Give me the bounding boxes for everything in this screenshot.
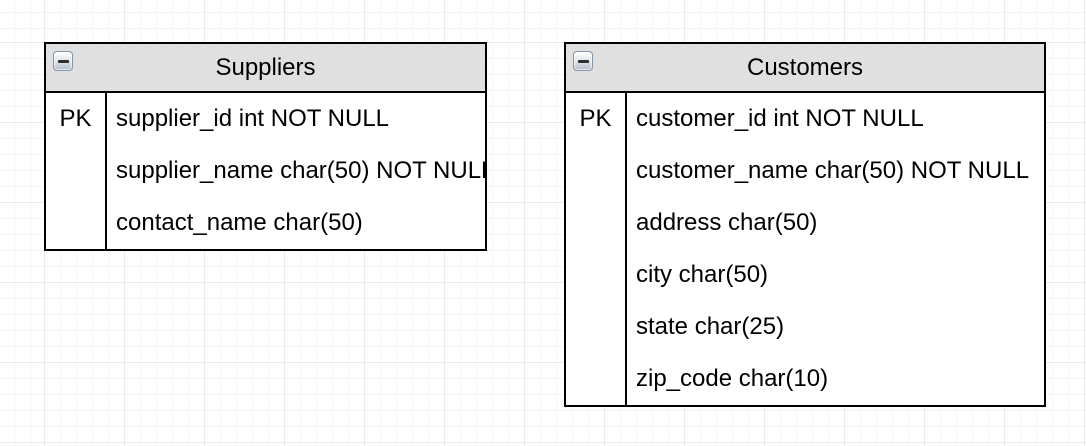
pk-cell bbox=[46, 145, 107, 197]
table-row[interactable]: city char(50) bbox=[566, 249, 1044, 301]
table-title: Customers bbox=[746, 53, 864, 81]
minus-icon bbox=[57, 59, 69, 63]
pk-cell bbox=[566, 197, 627, 249]
table-row[interactable]: PK customer_id int NOT NULL bbox=[566, 93, 1044, 145]
entity-table-customers[interactable]: Customers PK customer_id int NOT NULL cu… bbox=[564, 42, 1046, 407]
collapse-button[interactable] bbox=[53, 51, 73, 71]
table-body: PK customer_id int NOT NULL customer_nam… bbox=[566, 93, 1044, 405]
field-cell: supplier_id int NOT NULL bbox=[116, 105, 390, 132]
field-cell: contact_name char(50) bbox=[116, 209, 363, 236]
table-header: Customers bbox=[566, 44, 1044, 93]
table-row[interactable]: address char(50) bbox=[566, 197, 1044, 249]
pk-cell bbox=[566, 249, 627, 301]
pk-cell: PK bbox=[566, 93, 627, 145]
field-cell: address char(50) bbox=[636, 209, 818, 236]
table-row[interactable]: state char(25) bbox=[566, 301, 1044, 353]
table-row[interactable]: contact_name char(50) bbox=[46, 197, 485, 249]
table-row[interactable]: supplier_name char(50) NOT NULL bbox=[46, 145, 485, 197]
pk-cell bbox=[566, 145, 627, 197]
table-title: Suppliers bbox=[215, 53, 316, 81]
field-cell: customer_id int NOT NULL bbox=[636, 105, 924, 132]
minus-icon bbox=[577, 59, 589, 63]
field-cell: supplier_name char(50) NOT NULL bbox=[116, 157, 485, 184]
table-row[interactable]: PK supplier_id int NOT NULL bbox=[46, 93, 485, 145]
pk-cell bbox=[46, 197, 107, 249]
table-header: Suppliers bbox=[46, 44, 485, 93]
field-cell: city char(50) bbox=[636, 261, 769, 288]
entity-table-suppliers[interactable]: Suppliers PK supplier_id int NOT NULL su… bbox=[44, 42, 487, 251]
field-cell: state char(25) bbox=[636, 313, 785, 340]
table-row[interactable]: customer_name char(50) NOT NULL bbox=[566, 145, 1044, 197]
field-cell: customer_name char(50) NOT NULL bbox=[636, 157, 1030, 184]
collapse-button[interactable] bbox=[573, 51, 593, 71]
pk-cell bbox=[566, 353, 627, 405]
table-row[interactable]: zip_code char(10) bbox=[566, 353, 1044, 405]
pk-cell bbox=[566, 301, 627, 353]
pk-cell: PK bbox=[46, 93, 107, 145]
field-cell: zip_code char(10) bbox=[636, 365, 829, 392]
table-body: PK supplier_id int NOT NULL supplier_nam… bbox=[46, 93, 485, 249]
